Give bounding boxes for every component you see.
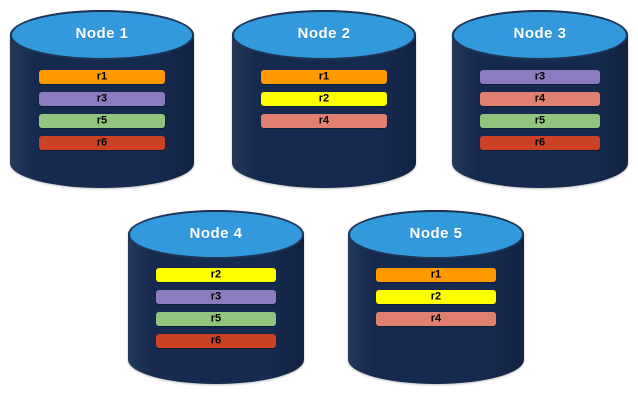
record-label: r6: [210, 334, 222, 346]
record-bar[interactable]: r6: [480, 136, 600, 150]
record-label: r3: [96, 92, 108, 104]
node-cylinder[interactable]: Node 2 r1 r2 r4: [232, 10, 416, 188]
record-bar[interactable]: r3: [39, 92, 165, 106]
record-label: r1: [96, 70, 108, 82]
cylinder-top-ellipse: Node 5: [348, 210, 524, 259]
node-cylinder[interactable]: Node 3 r3 r4 r5 r6: [452, 10, 628, 188]
record-bar[interactable]: r6: [39, 136, 165, 150]
record-bar[interactable]: r4: [261, 114, 387, 128]
record-label: r2: [430, 290, 442, 302]
cylinder-top-ellipse: Node 4: [128, 210, 304, 259]
record-bar[interactable]: r6: [156, 334, 276, 348]
node-title: Node 3: [513, 25, 567, 43]
record-label: r5: [534, 114, 546, 126]
record-bar[interactable]: r1: [376, 268, 496, 282]
record-label: r4: [318, 114, 330, 126]
cylinder-top-ellipse: Node 3: [452, 10, 628, 60]
record-label: r1: [430, 268, 442, 280]
record-bar[interactable]: r4: [480, 92, 600, 106]
record-label: r6: [96, 136, 108, 148]
record-bar[interactable]: r1: [261, 70, 387, 84]
record-label: r1: [318, 70, 330, 82]
record-bar[interactable]: r3: [480, 70, 600, 84]
record-label: r2: [318, 92, 330, 104]
record-list: r2 r3 r5 r6: [128, 268, 304, 348]
node-title: Node 2: [297, 25, 351, 43]
cylinder-top-ellipse: Node 2: [232, 10, 416, 60]
record-bar[interactable]: r5: [480, 114, 600, 128]
record-bar[interactable]: r5: [39, 114, 165, 128]
record-bar[interactable]: r3: [156, 290, 276, 304]
node-cylinder[interactable]: Node 1 r1 r3 r5 r6: [10, 10, 194, 188]
record-label: r3: [210, 290, 222, 302]
record-bar[interactable]: r4: [376, 312, 496, 326]
record-list: r1 r2 r4: [348, 268, 524, 326]
record-list: r1 r2 r4: [232, 70, 416, 128]
record-bar[interactable]: r2: [156, 268, 276, 282]
record-bar[interactable]: r1: [39, 70, 165, 84]
cylinder-top-ellipse: Node 1: [10, 10, 194, 60]
record-label: r5: [210, 312, 222, 324]
record-label: r6: [534, 136, 546, 148]
node-title: Node 5: [409, 224, 463, 242]
node-title: Node 4: [189, 224, 243, 242]
record-bar[interactable]: r5: [156, 312, 276, 326]
record-label: r2: [210, 268, 222, 280]
record-list: r3 r4 r5 r6: [452, 70, 628, 150]
record-list: r1 r3 r5 r6: [10, 70, 194, 150]
record-label: r4: [534, 92, 546, 104]
node-cylinder[interactable]: Node 4 r2 r3 r5 r6: [128, 210, 304, 384]
record-label: r3: [534, 70, 546, 82]
record-label: r4: [430, 312, 442, 324]
node-cylinder[interactable]: Node 5 r1 r2 r4: [348, 210, 524, 384]
node-title: Node 1: [75, 25, 129, 43]
record-bar[interactable]: r2: [261, 92, 387, 106]
record-bar[interactable]: r2: [376, 290, 496, 304]
record-label: r5: [96, 114, 108, 126]
